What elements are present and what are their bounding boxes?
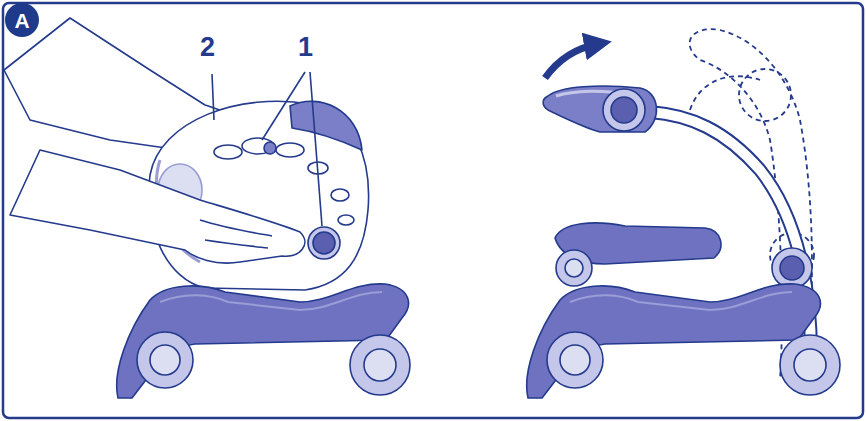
- panel-letter: A: [14, 10, 29, 31]
- motion-arrow: [545, 44, 598, 78]
- panel-frame: [3, 3, 863, 418]
- wheel: [780, 335, 840, 395]
- base: [527, 284, 821, 398]
- wheel: [137, 332, 193, 388]
- hinge-knob: [772, 248, 812, 288]
- callout-number: 1: [298, 34, 313, 61]
- hand: [10, 150, 305, 263]
- leader-line: [262, 72, 305, 140]
- right-view: [527, 29, 840, 398]
- handle: [543, 86, 656, 132]
- left-view: [4, 18, 410, 398]
- release-button: [308, 227, 340, 259]
- panel-badge: A: [5, 3, 39, 37]
- wheel: [350, 335, 410, 395]
- dome: [290, 101, 362, 150]
- leader-line: [310, 72, 322, 226]
- leader-line: [212, 74, 214, 120]
- hinge-knob: [603, 89, 645, 131]
- wheel: [547, 332, 603, 388]
- callout-number: 2: [200, 34, 215, 61]
